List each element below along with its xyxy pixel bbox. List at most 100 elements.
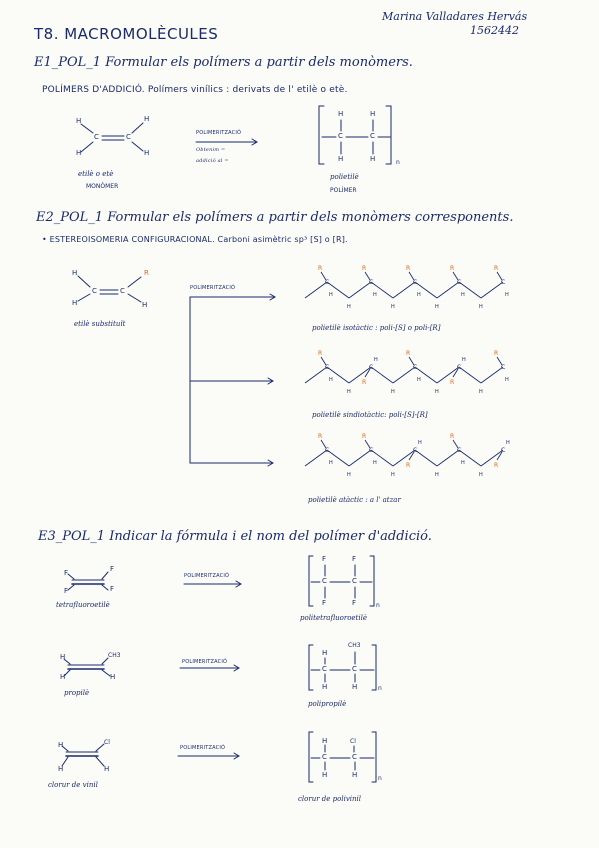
atactic-backbone-bond — [458, 449, 482, 467]
syndiotactic-backbone-bond — [480, 366, 504, 384]
isotactic-r-wedge — [496, 271, 503, 281]
syndiotactic-backbone-bond — [326, 366, 350, 384]
atactic-hydrogen: H — [418, 440, 422, 446]
e1-mono-h3: H — [76, 149, 82, 157]
syndiotactic-r-wedge — [496, 356, 503, 366]
isotactic-carbon: C — [457, 279, 461, 286]
e1-poly-h3: H — [338, 155, 344, 163]
syndiotactic-hydrogen: H — [479, 389, 483, 395]
e3-r1-p3: C — [322, 577, 327, 585]
isotactic-carbon: C — [501, 279, 505, 286]
atactic-r-wedge — [496, 451, 503, 461]
syndiotactic-r-wedge — [320, 356, 327, 366]
e2-mono-c2: C — [120, 287, 125, 295]
isotactic-hydrogen: H — [373, 292, 377, 298]
isotactic-carbon: C — [369, 279, 373, 286]
atactic-r-group: R — [494, 462, 498, 469]
e1-poly-h1: H — [338, 110, 344, 118]
isotactic-backbone-bond — [370, 281, 394, 299]
syndiotactic-hydrogen: H — [435, 389, 439, 395]
isotactic-backbone-bond — [458, 281, 482, 299]
atactic-r-wedge — [320, 439, 327, 449]
e3-r3-s3: H — [58, 765, 64, 773]
e2-monomer-label: etilè substituït — [74, 320, 126, 328]
e3-r2-p3: C — [322, 665, 327, 673]
isotactic-hydrogen: H — [461, 292, 465, 298]
page-title: T8. MACROMOLÈCULES — [34, 25, 219, 43]
e2-mono-c1: C — [92, 287, 97, 295]
e3-r1-p6: F — [352, 599, 357, 607]
atactic-carbon: C — [325, 447, 329, 454]
atactic-r-group: R — [362, 433, 366, 440]
e3-r2-p5: H — [322, 683, 328, 691]
e1-monomer-label: etilè o etè — [78, 170, 114, 178]
isotactic-r-group: R — [318, 265, 322, 272]
e1-mono-h2: H — [144, 115, 150, 123]
syndiotactic-hydrogen: H — [391, 389, 395, 395]
atactic-hydrogen: H — [329, 460, 333, 466]
e3-r3-s1: H — [58, 741, 64, 749]
e3-r2-monomer: propilè — [64, 689, 90, 697]
syndiotactic-label: polietilè sindiotàctic: poli-[S]-[R] — [312, 411, 428, 419]
atactic-hydrogen: H — [506, 440, 510, 446]
syndiotactic-hydrogen: H — [417, 377, 421, 383]
e1-poly-n: n — [396, 159, 400, 166]
atactic-backbone-bond — [392, 449, 416, 467]
e1-arrow-note1: Obtenim = — [196, 147, 226, 153]
e1-mono-c1: C — [94, 133, 99, 141]
syndiotactic-hydrogen: H — [329, 377, 333, 383]
e3-r2-n: n — [378, 685, 382, 692]
e2-arrow-label: POLIMERITZACIÓ — [190, 285, 236, 291]
atactic-carbon: C — [413, 447, 417, 454]
atactic-backbone-bond — [480, 449, 504, 467]
e2-mono-h3: H — [142, 301, 148, 309]
isotactic-carbon: C — [325, 279, 329, 286]
e3-r1-p1: F — [322, 555, 327, 563]
atactic-r-group: R — [450, 433, 454, 440]
e3-heading: E3_POL_1 Indicar la fórmula i el nom del… — [38, 529, 432, 544]
e3-r1-s3: F — [64, 587, 69, 595]
e3-r3-p5: H — [322, 771, 328, 779]
isotactic-carbon: C — [413, 279, 417, 286]
atactic-backbone-bond — [348, 449, 372, 467]
syndiotactic-backbone-bond — [458, 366, 482, 384]
e1-monomer-tag: MONÒMER — [86, 183, 119, 190]
syndiotactic-r-wedge — [452, 368, 459, 378]
atactic-backbone-bond — [326, 449, 350, 467]
atactic-backbone-bond — [414, 449, 438, 467]
atactic-carbon: C — [369, 447, 373, 454]
e3-r3-p6: H — [352, 771, 358, 779]
student-id: 1562442 — [470, 24, 519, 37]
e3-r2-s2: CH3 — [108, 652, 121, 659]
isotactic-backbone-bond — [436, 281, 460, 299]
atactic-carbon: C — [457, 447, 461, 454]
e3-r1-p5: F — [322, 599, 327, 607]
e3-r3-monomer: clorur de vinil — [48, 781, 98, 789]
e3-r3-p4: C — [352, 753, 357, 761]
e1-poly-c2: C — [370, 132, 375, 140]
isotactic-backbone-bond — [392, 281, 416, 299]
e3-r1-s4: F — [110, 585, 115, 593]
e2-mono-r: R — [144, 269, 149, 277]
atactic-backbone-bond — [304, 449, 328, 467]
e1-poly-h4: H — [370, 155, 376, 163]
syndiotactic-hydrogen: H — [462, 357, 466, 363]
syndiotactic-r-group: R — [494, 350, 498, 357]
isotactic-r-group: R — [362, 265, 366, 272]
syndiotactic-hydrogen: H — [347, 389, 351, 395]
syndiotactic-r-group: R — [406, 350, 410, 357]
atactic-hydrogen: H — [391, 472, 395, 478]
e1-arrow-label: POLIMERITZACIÓ — [196, 130, 242, 136]
atactic-r-wedge — [452, 439, 459, 449]
atactic-r-group: R — [318, 433, 322, 440]
e1-poly-c1: C — [338, 132, 343, 140]
syndiotactic-carbon: C — [325, 364, 329, 371]
e3-r1-s2: F — [110, 565, 115, 573]
atactic-backbone-bond — [436, 449, 460, 467]
isotactic-backbone-bond — [326, 281, 350, 299]
isotactic-r-wedge — [320, 271, 327, 281]
syndiotactic-backbone-bond — [392, 366, 416, 384]
isotactic-r-group: R — [450, 265, 454, 272]
isotactic-r-wedge — [364, 271, 371, 281]
